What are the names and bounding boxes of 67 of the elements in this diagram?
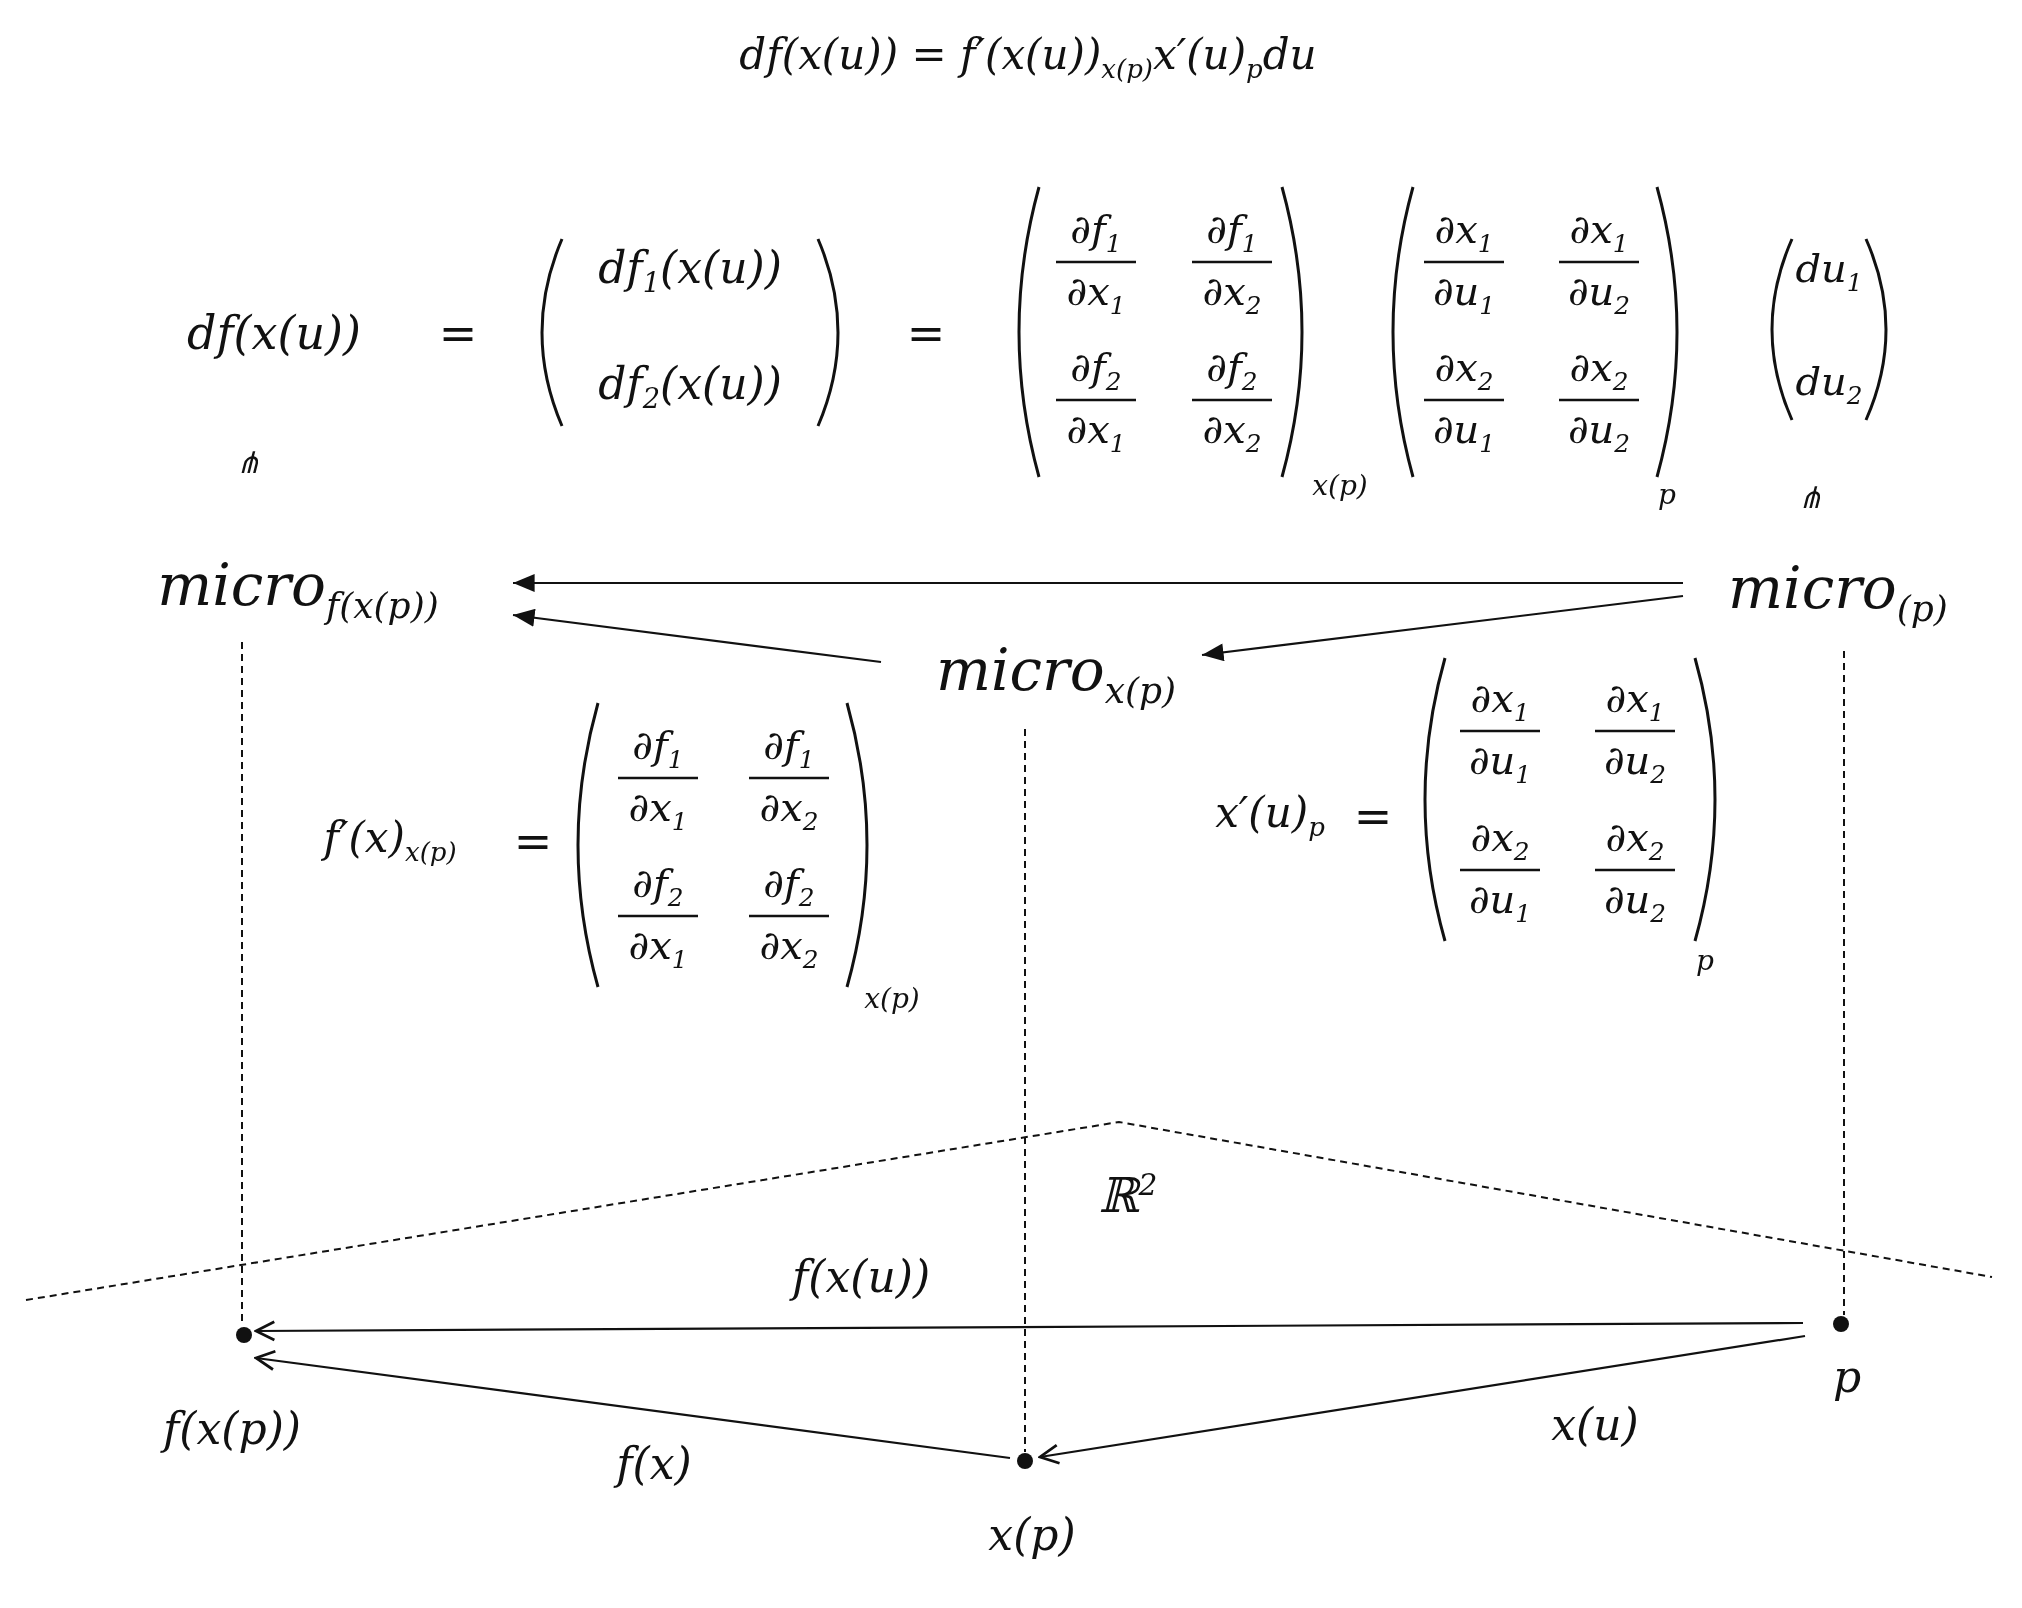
fraction-numerator: ∂f$_{1}$ <box>1206 207 1258 257</box>
fraction-denominator: ∂x$_{1}$ <box>628 923 688 973</box>
point-label: p <box>1832 1352 1862 1402</box>
math-expression: df(x(u)) <box>187 307 361 359</box>
equals-sign: = <box>513 815 553 867</box>
space-label: ℝ$^{2}$ <box>1098 1168 1158 1222</box>
vector-entry: df$_{1}$(x(u)) <box>598 243 782 299</box>
arrow <box>254 1320 1803 1342</box>
fraction-denominator: ∂x$_{2}$ <box>1202 269 1262 319</box>
equation: df(x(u)) = f′(x(u))$_{x(p)}$x′(u)$_{p}$du <box>739 32 1317 84</box>
fraction-numerator: ∂f$_{2}$ <box>1206 345 1258 395</box>
subscript-label: p <box>1696 945 1714 977</box>
fraction-denominator: ∂u$_{2}$ <box>1603 738 1667 788</box>
symbol: ⋔ <box>235 445 261 479</box>
fraction-denominator: ∂u$_{2}$ <box>1567 269 1631 319</box>
point-dot <box>1017 1453 1033 1469</box>
point-label: x(p) <box>988 1510 1076 1560</box>
fraction-denominator: ∂u$_{1}$ <box>1468 877 1532 927</box>
arrow <box>1201 594 1684 662</box>
math-label: micro$_{(p)}$ <box>1728 557 1948 629</box>
fraction-numerator: ∂x$_{2}$ <box>1605 815 1665 865</box>
fraction-numerator: ∂f$_{1}$ <box>1070 207 1122 257</box>
fraction-denominator: ∂x$_{1}$ <box>1066 269 1126 319</box>
dashed-line <box>1843 650 1845 1316</box>
arrow <box>512 608 882 664</box>
fraction-denominator: ∂x$_{2}$ <box>759 785 819 835</box>
equals-sign: = <box>1353 790 1393 842</box>
fraction-numerator: ∂x$_{1}$ <box>1605 676 1665 726</box>
fraction-numerator: ∂f$_{2}$ <box>763 861 815 911</box>
fraction-numerator: ∂f$_{2}$ <box>1070 345 1122 395</box>
fraction-numerator: ∂x$_{2}$ <box>1434 345 1494 395</box>
vector-entry: du$_{1}$ <box>1795 246 1863 296</box>
vector-entry: df$_{2}$(x(u)) <box>598 359 782 415</box>
vector-entry: du$_{2}$ <box>1795 359 1863 409</box>
fraction-numerator: ∂x$_{1}$ <box>1569 207 1629 257</box>
subscript-label: p <box>1658 479 1676 511</box>
fraction-numerator: ∂x$_{2}$ <box>1470 815 1530 865</box>
subscript-label: x(p) <box>864 983 920 1015</box>
fraction-denominator: ∂u$_{2}$ <box>1603 877 1667 927</box>
math-label: micro$_{f(x(p))}$ <box>157 554 439 626</box>
equals-sign: = <box>906 307 946 359</box>
math-expression: f′(x)$_{x(p)}$ <box>323 815 457 867</box>
fraction-denominator: ∂u$_{2}$ <box>1567 407 1631 457</box>
math-label: micro$_{x(p)}$ <box>936 639 1176 711</box>
fraction-denominator: ∂x$_{2}$ <box>1202 407 1262 457</box>
fraction-denominator: ∂x$_{1}$ <box>1066 407 1126 457</box>
point-dot <box>1833 1316 1849 1332</box>
fraction-denominator: ∂u$_{1}$ <box>1432 269 1496 319</box>
point-dot <box>236 1327 252 1343</box>
equals-sign: = <box>438 307 478 359</box>
fraction-denominator: ∂x$_{1}$ <box>628 785 688 835</box>
fraction-denominator: ∂u$_{1}$ <box>1432 407 1496 457</box>
dashed-line <box>1024 728 1026 1453</box>
arrow <box>513 574 1683 592</box>
math-expression: x′(u)$_{p}$ <box>1215 790 1325 842</box>
subscript-label: x(p) <box>1312 470 1368 502</box>
arrow <box>254 1349 1011 1460</box>
symbol: ⋔ <box>1797 480 1823 514</box>
arrow <box>1038 1334 1806 1465</box>
fraction-denominator: ∂x$_{2}$ <box>759 923 819 973</box>
fraction-numerator: ∂x$_{2}$ <box>1569 345 1629 395</box>
fraction-numerator: ∂x$_{1}$ <box>1470 676 1530 726</box>
fraction-denominator: ∂u$_{1}$ <box>1468 738 1532 788</box>
fraction-numerator: ∂f$_{1}$ <box>763 723 815 773</box>
fraction-numerator: ∂f$_{2}$ <box>632 861 684 911</box>
fraction-numerator: ∂x$_{1}$ <box>1434 207 1494 257</box>
fraction-numerator: ∂f$_{1}$ <box>632 723 684 773</box>
